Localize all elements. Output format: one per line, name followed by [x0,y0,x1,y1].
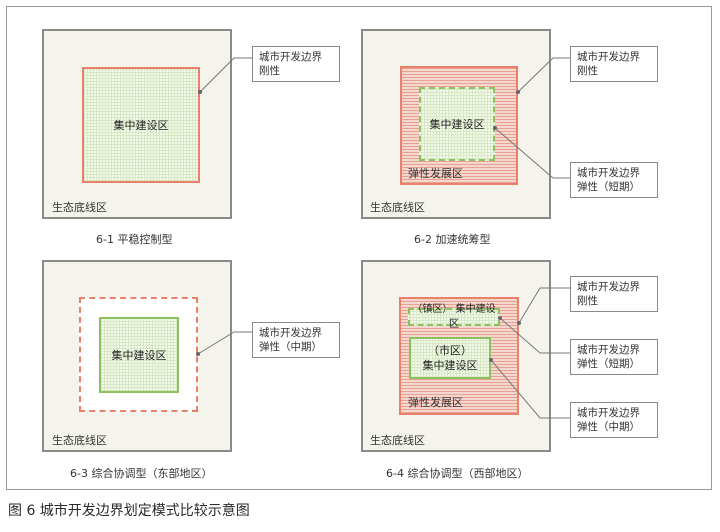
callout-line: 城市开发边界 [577,344,640,356]
callout-line: 城市开发边界 [577,51,640,63]
callout-elastic-mid-4: 城市开发边界 弹性（中期） [570,402,658,438]
callout-rigid-1: 城市开发边界 刚性 [252,46,340,82]
elastic-zone-label-2: 弹性发展区 [408,167,463,180]
callout-line: 弹性（短期） [577,181,640,193]
callout-rigid-4: 城市开发边界 刚性 [570,276,658,312]
callout-rigid-2: 城市开发边界 刚性 [570,46,658,82]
panel-subtitle-3: 6-3 综合协调型（东部地区） [70,467,213,480]
callout-line: 弹性（短期） [577,358,640,370]
callout-line: 城市开发边界 [577,407,640,419]
figure-caption: 图 6 城市开发边界划定模式比较示意图 [8,503,250,519]
city-core-label-4: （市区） 集中建设区 [423,343,478,373]
panel-subtitle-4: 6-4 综合协调型（西部地区） [386,467,529,480]
core-zone-3: 集中建设区 [99,317,179,393]
callout-line: 刚性 [577,295,598,307]
callout-line: 弹性（中期） [259,341,322,353]
callout-line: 城市开发边界 [259,327,322,339]
eco-zone-label-4: 生态底线区 [370,434,425,447]
callout-line: 城市开发边界 [259,51,322,63]
callout-elastic-short-4: 城市开发边界 弹性（短期） [570,339,658,375]
city-core-line: （市区） [428,344,472,357]
town-core-zone-4: （镇区） 集中建设区 [408,304,500,330]
callout-line: 城市开发边界 [577,167,640,179]
core-zone-label-3: 集中建设区 [111,348,167,362]
city-core-line: 集中建设区 [422,359,478,372]
callout-line: 弹性（中期） [577,421,640,433]
core-zone-2: 集中建设区 [419,87,495,161]
panel-subtitle-2: 6-2 加速统筹型 [414,233,491,246]
core-zone-label-1: 集中建设区 [113,118,169,132]
callout-line: 刚性 [259,65,280,77]
eco-zone-label-2: 生态底线区 [370,201,425,214]
city-core-zone-4: （市区） 集中建设区 [409,337,491,379]
callout-line: 刚性 [577,65,598,77]
elastic-zone-label-4: 弹性发展区 [408,396,463,409]
callout-elastic-short-2: 城市开发边界 弹性（短期） [570,162,658,198]
callout-elastic-mid-3: 城市开发边界 弹性（中期） [252,322,340,358]
callout-line: 城市开发边界 [577,281,640,293]
town-core-label-4: （镇区） 集中建设区 [412,304,496,330]
core-zone-label-2: 集中建设区 [429,117,485,131]
eco-zone-label-3: 生态底线区 [52,434,107,447]
eco-zone-label-1: 生态底线区 [52,201,107,214]
panel-subtitle-1: 6-1 平稳控制型 [96,233,173,246]
core-zone-1: 集中建设区 [84,69,198,181]
